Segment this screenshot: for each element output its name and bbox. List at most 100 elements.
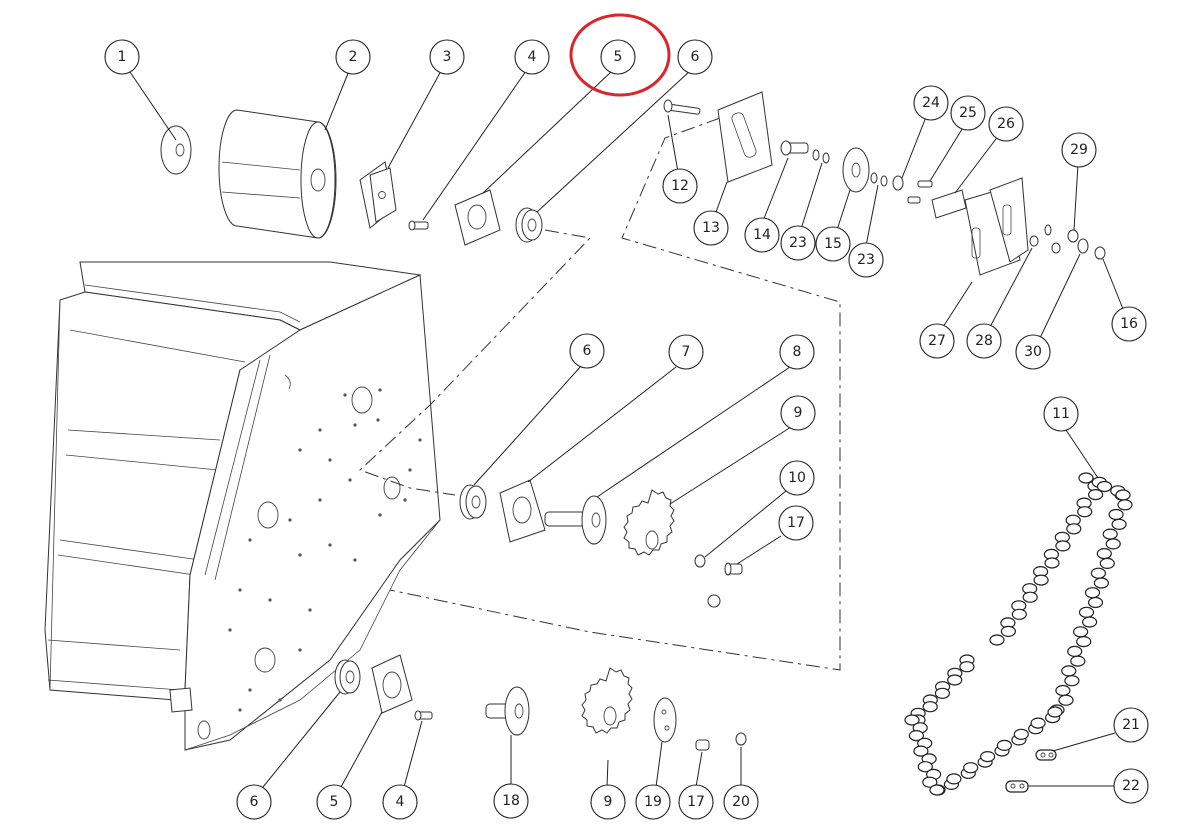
- callout-13: 13: [693, 210, 729, 246]
- callout-7: 7: [668, 334, 704, 370]
- chain-link: [929, 784, 945, 796]
- chain-link: [908, 729, 925, 742]
- chain-link: [1096, 480, 1113, 493]
- part-20-nut: [735, 732, 747, 746]
- svg-text:4: 4: [396, 794, 405, 810]
- part-8-hub-shaft: [544, 495, 607, 545]
- highlight-ring: [569, 13, 671, 97]
- svg-text:9: 9: [604, 794, 613, 810]
- chain-link: [1055, 684, 1071, 697]
- chain-link: [1099, 557, 1115, 570]
- part-5-flange-bottom: [371, 654, 413, 714]
- chain-link: [1117, 499, 1133, 511]
- callout-4: 4: [514, 39, 550, 75]
- svg-text:6: 6: [691, 49, 700, 65]
- svg-text:4: 4: [528, 49, 537, 65]
- part-28-nut: [1029, 235, 1061, 254]
- part-9-drive-sprocket: [623, 489, 675, 556]
- chain-link: [1093, 577, 1110, 589]
- callout-30: 30: [1015, 334, 1051, 370]
- chain-link: [1000, 625, 1017, 638]
- chain-link: [1044, 557, 1060, 569]
- svg-text:27: 27: [928, 333, 946, 349]
- chain-link: [1081, 616, 1098, 628]
- part-6-bearing-mid: [459, 484, 487, 520]
- chain-link: [996, 739, 1013, 752]
- svg-text:26: 26: [997, 116, 1015, 132]
- part-2-drum-roller: [218, 109, 337, 239]
- svg-text:12: 12: [671, 178, 689, 194]
- chain-link: [1064, 675, 1080, 687]
- part-23-washers-a: [812, 149, 830, 164]
- callout-5: 5: [316, 784, 352, 820]
- callout-20: 20: [723, 784, 759, 820]
- callout-1: 1: [104, 39, 140, 75]
- svg-text:19: 19: [644, 794, 662, 810]
- chain-link: [947, 674, 963, 686]
- small-washers-upper: [1044, 224, 1052, 236]
- chain-link: [917, 761, 933, 773]
- part-23-washers-b: [870, 172, 888, 187]
- part-3-mount-plate: [359, 161, 397, 229]
- callout-24: 24: [913, 85, 949, 121]
- callout-27: 27: [919, 323, 955, 359]
- chain-link: [1096, 547, 1112, 560]
- part-29-nut: [1067, 229, 1079, 243]
- callout-6: 6: [569, 333, 605, 369]
- svg-text:2: 2: [349, 49, 358, 65]
- chain-link: [1072, 626, 1089, 638]
- callout-6: 6: [236, 784, 272, 820]
- chain-link: [1087, 489, 1104, 501]
- chain-link: [1067, 645, 1083, 658]
- part-6-bearing-bottom: [334, 659, 361, 695]
- svg-text:28: 28: [975, 333, 993, 349]
- svg-text:5: 5: [614, 49, 623, 65]
- svg-text:8: 8: [793, 344, 802, 360]
- callout-29: 29: [1061, 132, 1097, 168]
- part-14-shaft: [780, 140, 809, 156]
- part-25-bolt: [917, 180, 933, 188]
- callout-23: 23: [848, 242, 884, 278]
- part-9-sprocket-bottom: [581, 667, 633, 734]
- part-13-slotted-bracket: [717, 91, 773, 183]
- chain-link: [1030, 717, 1046, 729]
- part-6-bearing: [515, 207, 543, 243]
- chain-link: [1066, 523, 1082, 535]
- loose-nut-mid: [707, 594, 721, 608]
- chain-link: [1070, 655, 1086, 667]
- callout-28: 28: [966, 323, 1002, 359]
- part-17-bolt: [724, 562, 743, 576]
- svg-text:30: 30: [1024, 344, 1042, 360]
- chain-link: [1058, 694, 1074, 706]
- callout-14: 14: [744, 217, 780, 253]
- svg-text:16: 16: [1120, 316, 1138, 332]
- callout-8: 8: [779, 334, 815, 370]
- svg-text:10: 10: [788, 470, 806, 486]
- callout-17: 17: [778, 505, 814, 541]
- chain-link: [913, 745, 929, 757]
- callout-26: 26: [988, 106, 1024, 142]
- chain-link: [1061, 665, 1077, 677]
- part-24-spacer: [892, 175, 904, 191]
- chain-link: [1090, 567, 1107, 579]
- part-4-bolt: [408, 220, 429, 231]
- chain-link: [1022, 591, 1038, 603]
- callout-11: 11: [1043, 396, 1079, 432]
- chain-link: [1077, 506, 1093, 518]
- part-11-roller-chain: [904, 472, 1133, 796]
- chain-link: [1047, 706, 1063, 718]
- chain-link: [1078, 472, 1094, 484]
- svg-text:24: 24: [922, 95, 940, 111]
- callout-17: 17: [678, 784, 714, 820]
- chain-link: [904, 714, 920, 726]
- part-18-hub: [485, 686, 530, 736]
- svg-text:9: 9: [794, 405, 803, 421]
- callout-22: 22: [1113, 768, 1149, 804]
- svg-text:23: 23: [789, 235, 807, 251]
- part-7-flange-housing: [499, 479, 546, 543]
- chain-link: [1076, 635, 1092, 648]
- chain-link: [1013, 728, 1029, 740]
- part-27-tensioner-bracket: [964, 177, 1029, 276]
- chain-link: [1078, 606, 1095, 618]
- callout-25: 25: [950, 95, 986, 131]
